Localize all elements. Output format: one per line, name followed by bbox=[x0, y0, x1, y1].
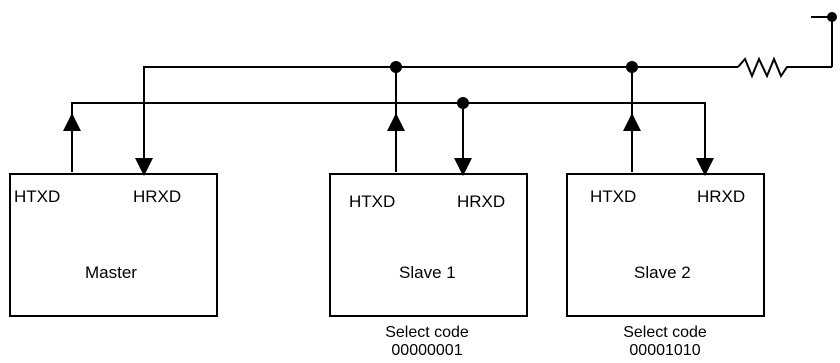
junction-dot-slave2-rx bbox=[626, 61, 638, 73]
pullup-supply-line bbox=[811, 16, 833, 67]
slave1-box bbox=[329, 173, 528, 317]
slave1-select-value: 00000001 bbox=[391, 342, 463, 359]
master-name: Master bbox=[85, 263, 137, 282]
slave2-htxd-label: HTXD bbox=[590, 187, 637, 206]
slave2-hrxd-line bbox=[463, 102, 706, 167]
slave1-select-label: Select code bbox=[385, 324, 469, 341]
slave2-box bbox=[566, 173, 765, 317]
junction-dot-slave1-rx bbox=[390, 61, 402, 73]
slave2-select-value: 00001010 bbox=[629, 342, 701, 359]
master-htxd-label: HTXD bbox=[14, 187, 61, 206]
tx-bus-line bbox=[71, 102, 463, 172]
slave2-select-label: Select code bbox=[623, 324, 707, 341]
rx-bus-line bbox=[143, 66, 738, 172]
slave1-htxd-label: HTXD bbox=[349, 192, 396, 211]
slave2-hrxd-label: HRXD bbox=[697, 187, 746, 206]
slave1-select-caption: Select code 00000001 bbox=[352, 324, 502, 360]
slave2-name: Slave 2 bbox=[634, 263, 691, 282]
slave1-hrxd-label: HRXD bbox=[457, 192, 506, 211]
supply-terminal-dot bbox=[827, 12, 837, 22]
slave1-name: Slave 1 bbox=[399, 263, 456, 282]
master-hrxd-label: HRXD bbox=[133, 187, 182, 206]
master-box bbox=[9, 173, 218, 317]
pullup-resistor bbox=[737, 56, 832, 79]
slave2-select-caption: Select code 00001010 bbox=[590, 324, 740, 360]
